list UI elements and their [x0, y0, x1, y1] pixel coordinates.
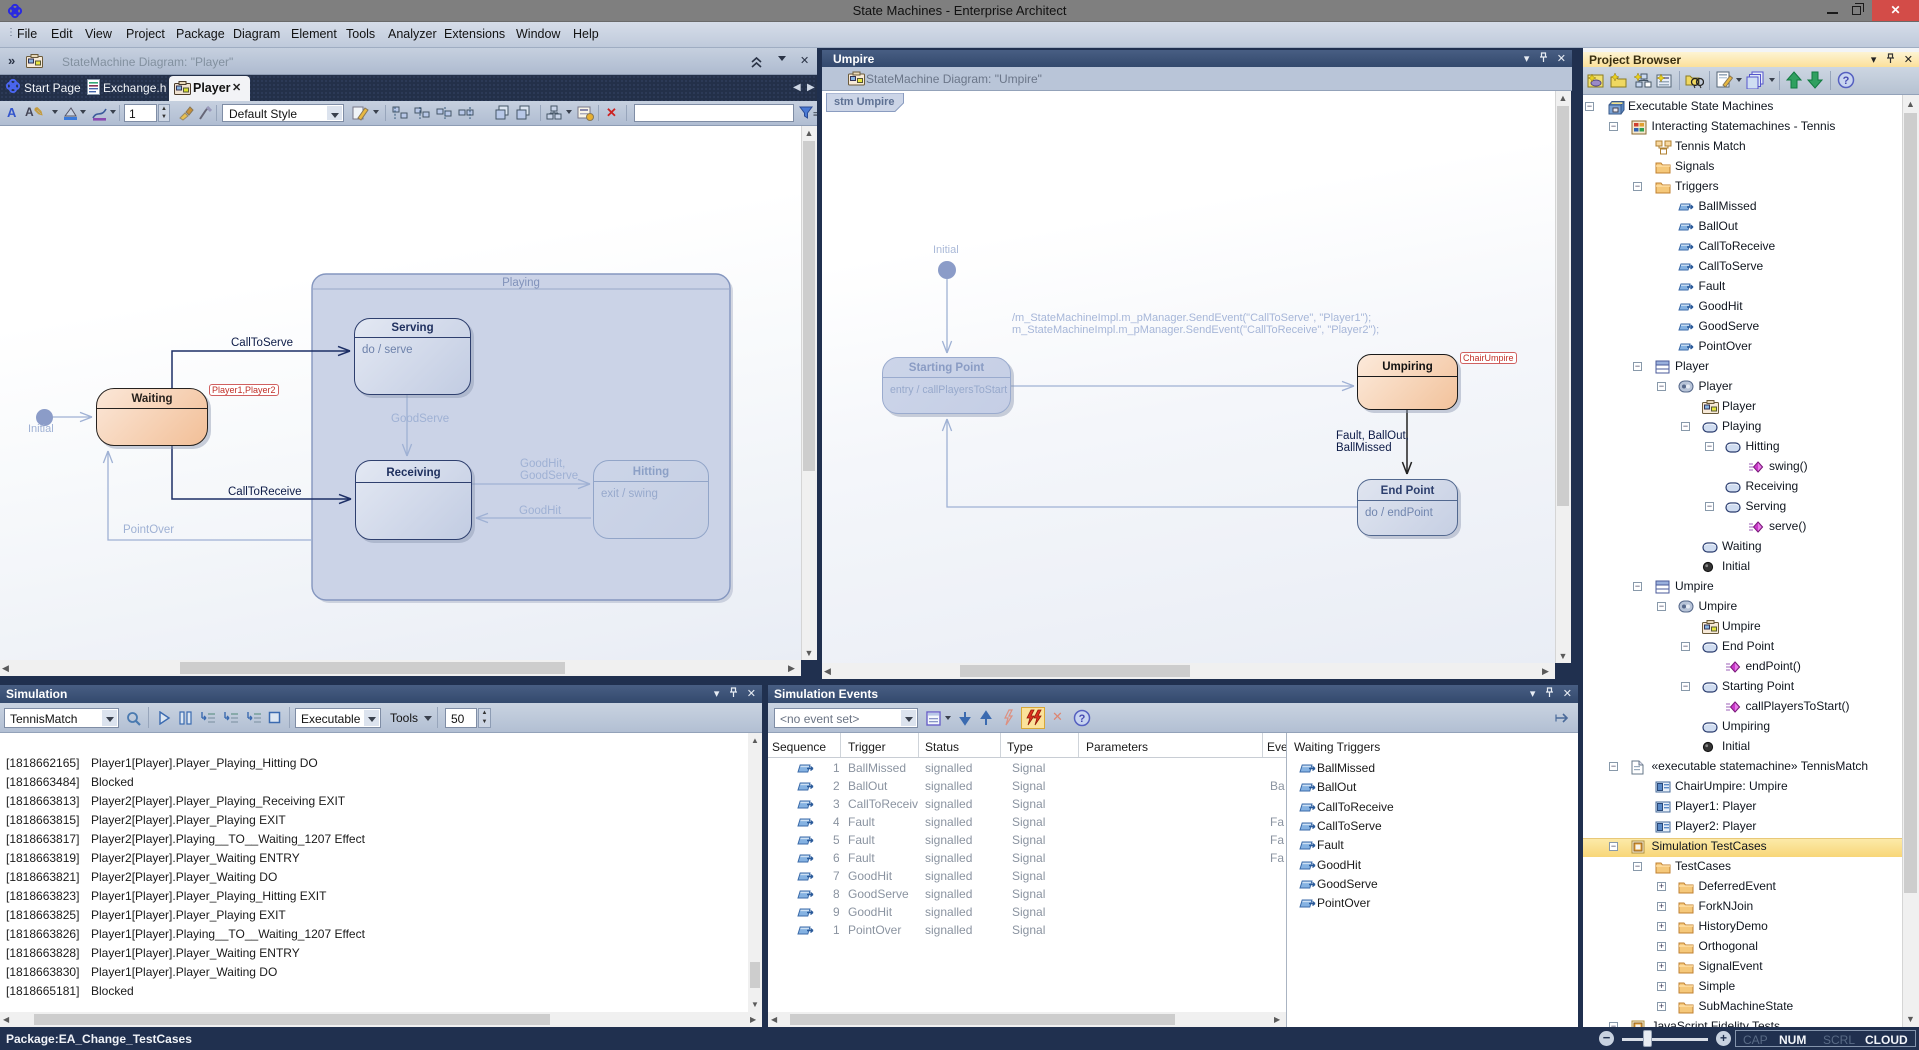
svg-text:?: ?	[1843, 75, 1850, 87]
svg-text:?: ?	[1079, 713, 1086, 725]
